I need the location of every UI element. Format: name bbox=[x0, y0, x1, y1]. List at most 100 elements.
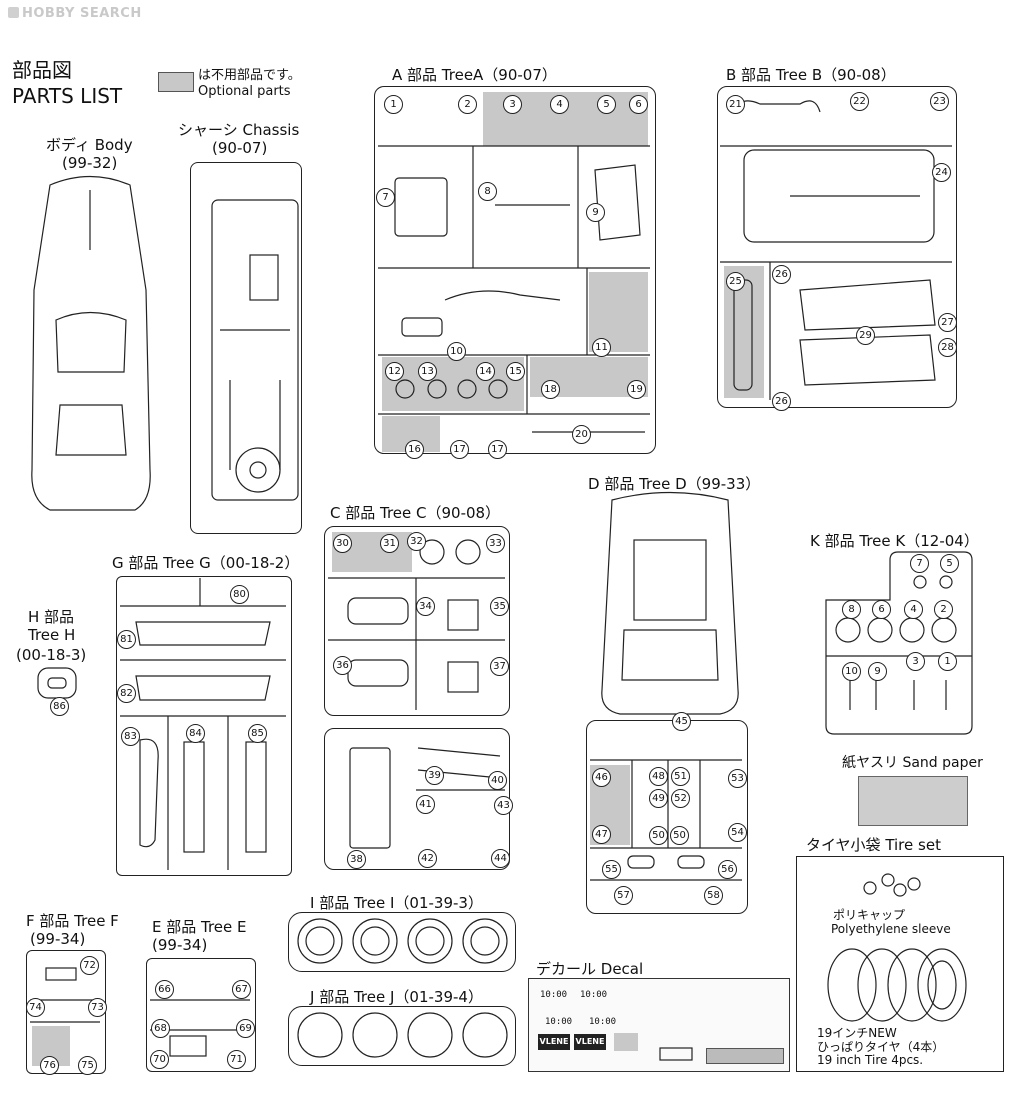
treeD-part-number: 50 bbox=[649, 826, 668, 845]
body-outline bbox=[31, 175, 151, 511]
treeE-label2: (99-34) bbox=[152, 936, 208, 954]
treeG-label: G 部品 Tree G（00-18-2） bbox=[112, 554, 300, 572]
treeD-part-number: 53 bbox=[728, 769, 747, 788]
treeA-part-number: 11 bbox=[592, 338, 611, 357]
treeE-label1: E 部品 Tree E bbox=[152, 918, 247, 936]
treeD-part-number: 56 bbox=[718, 860, 737, 879]
chassis-code: (90-07) bbox=[212, 139, 268, 157]
treeC-part-number: 30 bbox=[333, 534, 352, 553]
treeA-part-number: 4 bbox=[550, 95, 569, 114]
treeD-part-number: 48 bbox=[649, 767, 668, 786]
legend-swatch bbox=[158, 72, 194, 92]
treeF-part-number: 72 bbox=[80, 956, 99, 975]
treeK-part-number: 10 bbox=[842, 662, 861, 681]
treeD-part-number: 54 bbox=[728, 823, 747, 842]
treeB-part-number: 23 bbox=[930, 92, 949, 111]
body-windshield bbox=[55, 311, 127, 373]
treeD-body-outline bbox=[601, 491, 739, 715]
treeK-part-number: 6 bbox=[872, 600, 891, 619]
treeA-part-number: 17 bbox=[450, 440, 469, 459]
treeG-frame bbox=[116, 576, 292, 876]
treeC-part-number: 33 bbox=[486, 534, 505, 553]
treeA-part-number: 2 bbox=[458, 95, 477, 114]
decal-clock-1: 10:00 bbox=[540, 990, 568, 1000]
treeD-part-number: 47 bbox=[592, 825, 611, 844]
treeA-part-number: 16 bbox=[405, 440, 424, 459]
treeH-label1: H 部品 bbox=[28, 608, 75, 626]
treeA-part-number: 9 bbox=[586, 203, 605, 222]
treeA-part-number: 5 bbox=[597, 95, 616, 114]
legend-jp: は不用部品です。 bbox=[198, 68, 301, 83]
treeG-part-number: 85 bbox=[248, 724, 267, 743]
tire-jp1: 19インチNEW bbox=[817, 1026, 897, 1040]
body-code: (99-32) bbox=[62, 154, 118, 172]
treeE-part-number: 66 bbox=[155, 980, 174, 999]
treeE-part-number: 69 bbox=[236, 1019, 255, 1038]
decal-clock-3: 10:00 bbox=[545, 1017, 573, 1027]
treeA-part-number: 19 bbox=[627, 380, 646, 399]
treeC-label: C 部品 Tree C（90-08） bbox=[330, 504, 501, 522]
treeB-part-number: 26 bbox=[772, 265, 791, 284]
treeG-part-number: 82 bbox=[117, 684, 136, 703]
chassis-label: シャーシ Chassis bbox=[178, 121, 300, 139]
treeK-part-number: 4 bbox=[904, 600, 923, 619]
treeB-part-number: 24 bbox=[932, 163, 951, 182]
treeD-frame bbox=[586, 720, 748, 914]
treeC-part-number: 31 bbox=[380, 534, 399, 553]
tireset-bag bbox=[796, 856, 1004, 1072]
treeK-label: K 部品 Tree K（12-04） bbox=[810, 532, 979, 550]
decal-clock-4: 10:00 bbox=[589, 1017, 617, 1027]
treeE-part-number: 68 bbox=[151, 1019, 170, 1038]
treeA-label: A 部品 TreeA（90-07） bbox=[392, 66, 557, 84]
treeJ-label: J 部品 Tree J（01-39-4） bbox=[310, 988, 483, 1006]
treeA-part-number: 13 bbox=[418, 362, 437, 381]
title-en: PARTS LIST bbox=[12, 84, 123, 108]
treeE-part-number: 70 bbox=[150, 1050, 169, 1069]
logo-mark-icon bbox=[8, 7, 19, 18]
title-jp: 部品図 bbox=[12, 58, 72, 82]
treeC-part-number: 39 bbox=[425, 766, 444, 785]
treeA-part-number: 3 bbox=[503, 95, 522, 114]
treeE-part-number: 67 bbox=[232, 980, 251, 999]
treeK-part-number: 5 bbox=[940, 554, 959, 573]
treeA-part-number: 8 bbox=[478, 182, 497, 201]
treeB-part-number: 28 bbox=[938, 338, 957, 357]
treeC-part-number: 35 bbox=[490, 597, 509, 616]
treeI-frame bbox=[288, 912, 516, 972]
decal-strip bbox=[706, 1048, 784, 1064]
treeC-part-number: 40 bbox=[488, 771, 507, 790]
treeK-part-number: 7 bbox=[910, 554, 929, 573]
sandpaper-label: 紙ヤスリ Sand paper bbox=[842, 755, 983, 771]
treeC-part-number: 34 bbox=[416, 597, 435, 616]
treeC-part-number: 41 bbox=[416, 795, 435, 814]
treeC-part-number: 32 bbox=[407, 532, 426, 551]
treeF-part-number: 75 bbox=[78, 1056, 97, 1075]
treeJ-frame bbox=[288, 1006, 516, 1066]
decal-plate-2: VLENE bbox=[574, 1034, 606, 1050]
treeH-label3: (00-18-3) bbox=[16, 646, 87, 664]
decal-gray-block bbox=[614, 1033, 638, 1051]
treeD-part-number: 46 bbox=[592, 768, 611, 787]
chassis-frame bbox=[190, 162, 302, 534]
decal-plate-1: VLENE bbox=[538, 1034, 570, 1050]
treeB-part-number: 29 bbox=[856, 326, 875, 345]
treeA-part-number: 1 bbox=[384, 95, 403, 114]
site-logo: HOBBY SEARCH bbox=[8, 6, 142, 21]
treeC-part-number: 42 bbox=[418, 849, 437, 868]
treeC-part-number: 36 bbox=[333, 656, 352, 675]
polycap-en: Polyethylene sleeve bbox=[831, 922, 951, 936]
treeC-part-number: 44 bbox=[491, 849, 510, 868]
treeD-part-number: 58 bbox=[704, 886, 723, 905]
treeF-part-number: 74 bbox=[26, 998, 45, 1017]
treeA-part-number: 10 bbox=[447, 342, 466, 361]
treeK-frame bbox=[825, 551, 973, 735]
treeD-part-number: 57 bbox=[614, 886, 633, 905]
treeE-part-number: 71 bbox=[227, 1050, 246, 1069]
polycap-jp: ポリキャップ bbox=[833, 908, 906, 922]
legend-en: Optional parts bbox=[198, 84, 291, 99]
treeG-part-number: 81 bbox=[117, 630, 136, 649]
treeF-part-number: 76 bbox=[40, 1056, 59, 1075]
treeF-part-number: 73 bbox=[88, 998, 107, 1017]
treeB-label: B 部品 Tree B（90-08） bbox=[726, 66, 896, 84]
decal-label: デカール Decal bbox=[536, 960, 644, 978]
